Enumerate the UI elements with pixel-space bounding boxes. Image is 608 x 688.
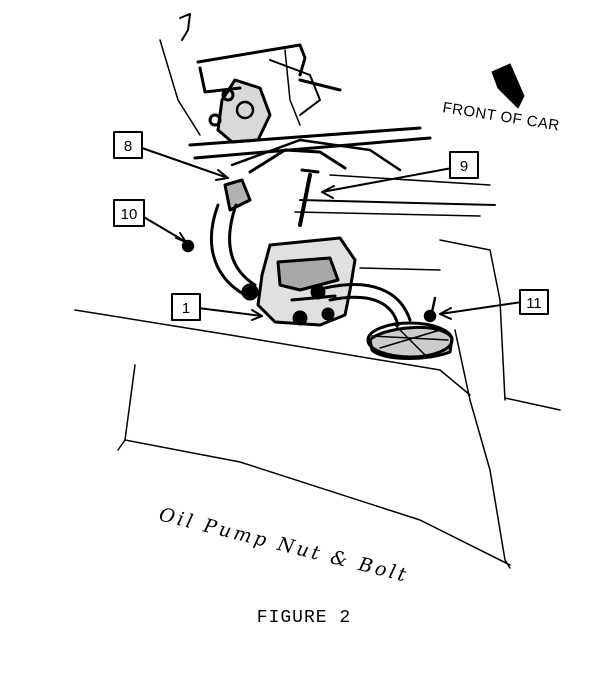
- callout-label-9: 9: [460, 158, 468, 175]
- callout-box-11: [519, 289, 549, 315]
- stud-9: [298, 168, 320, 227]
- front-arrow: [491, 63, 525, 109]
- engine-bracket: [159, 13, 342, 144]
- callout-box-1: [171, 293, 201, 321]
- drive-tube: [210, 178, 257, 297]
- handwritten-note: Oil Pump Nut & Bolt: [157, 504, 411, 587]
- front-of-car-label: FRONT OF CAR: [441, 99, 560, 134]
- callout-label-1: 1: [182, 300, 190, 317]
- callout-label-8: 8: [124, 138, 132, 155]
- bolt-11: [423, 296, 437, 323]
- leader-lines: [141, 147, 523, 321]
- nut-10: [181, 239, 195, 253]
- callout-label-11: 11: [526, 295, 542, 312]
- crossmember: [188, 126, 496, 217]
- pickup-screen: [366, 321, 454, 360]
- pickup-tube: [323, 283, 412, 327]
- callout-box-8: [113, 131, 143, 159]
- callout-boxes: [113, 131, 549, 321]
- figure-caption: FIGURE 2: [256, 608, 352, 628]
- oil-pump: [241, 236, 357, 327]
- callout-box-9: [449, 151, 479, 179]
- frame-lines: [74, 239, 561, 569]
- callout-box-10: [113, 199, 145, 227]
- callout-label-10: 10: [121, 206, 138, 223]
